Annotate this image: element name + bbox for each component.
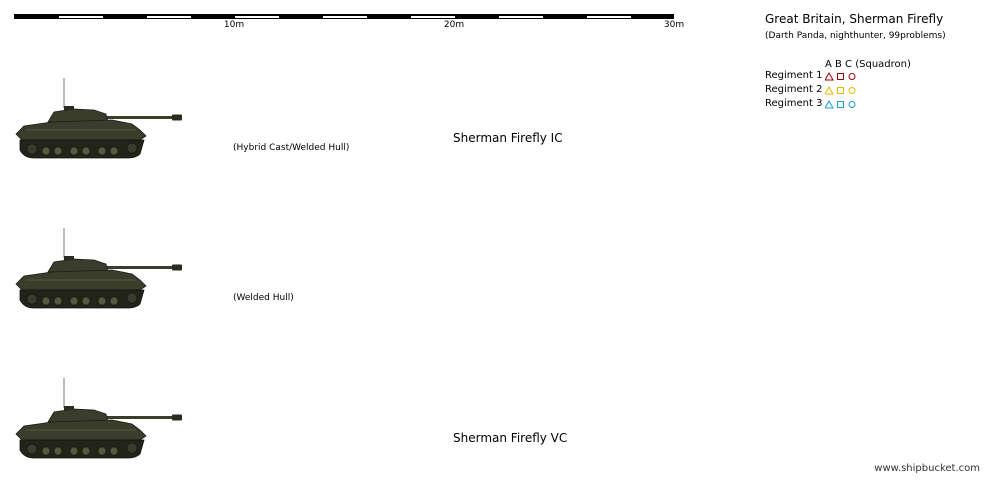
legend-columns-label: A B C (Squadron) bbox=[825, 59, 911, 70]
tank-variant-name: Sherman Firefly VC bbox=[453, 431, 568, 445]
tank-subtitle: (Hybrid Cast/Welded Hull) bbox=[233, 143, 350, 153]
scale-segment bbox=[147, 16, 191, 18]
legend-symbols-icon bbox=[825, 100, 856, 109]
legend-row-label: Regiment 3 bbox=[765, 98, 823, 109]
scale-bar bbox=[14, 14, 674, 19]
legend-row-regiment-2: Regiment 2 bbox=[765, 84, 856, 95]
tank-drawing-firefly-ic bbox=[15, 78, 183, 159]
tank-subtitle: (Welded Hull) bbox=[233, 293, 294, 303]
legend-row-regiment-3: Regiment 3 bbox=[765, 98, 856, 109]
scale-label-30m: 30m bbox=[663, 20, 685, 30]
credits: (Darth Panda, nighthunter, 99problems) bbox=[765, 31, 946, 41]
scale-segment bbox=[323, 16, 367, 18]
scale-label-20m: 20m bbox=[443, 20, 465, 30]
scale-segment bbox=[499, 16, 543, 18]
scale-label-10m: 10m bbox=[223, 20, 245, 30]
watermark: www.shipbucket.com bbox=[874, 463, 980, 474]
legend-symbols-icon bbox=[825, 86, 856, 95]
tank-drawing-firefly-welded bbox=[15, 228, 183, 309]
scale-segment bbox=[587, 16, 631, 18]
tank-drawing-firefly-vc bbox=[15, 378, 183, 459]
scale-segment bbox=[411, 16, 455, 18]
legend-symbols-icon bbox=[825, 72, 856, 81]
scale-segment bbox=[235, 16, 279, 18]
legend-row-label: Regiment 1 bbox=[765, 70, 823, 81]
scale-segment bbox=[59, 16, 103, 18]
tank-variant-name: Sherman Firefly IC bbox=[453, 131, 563, 145]
legend-row-label: Regiment 2 bbox=[765, 84, 823, 95]
page-title: Great Britain, Sherman Firefly bbox=[765, 12, 944, 26]
legend-row-regiment-1: Regiment 1 bbox=[765, 70, 856, 81]
